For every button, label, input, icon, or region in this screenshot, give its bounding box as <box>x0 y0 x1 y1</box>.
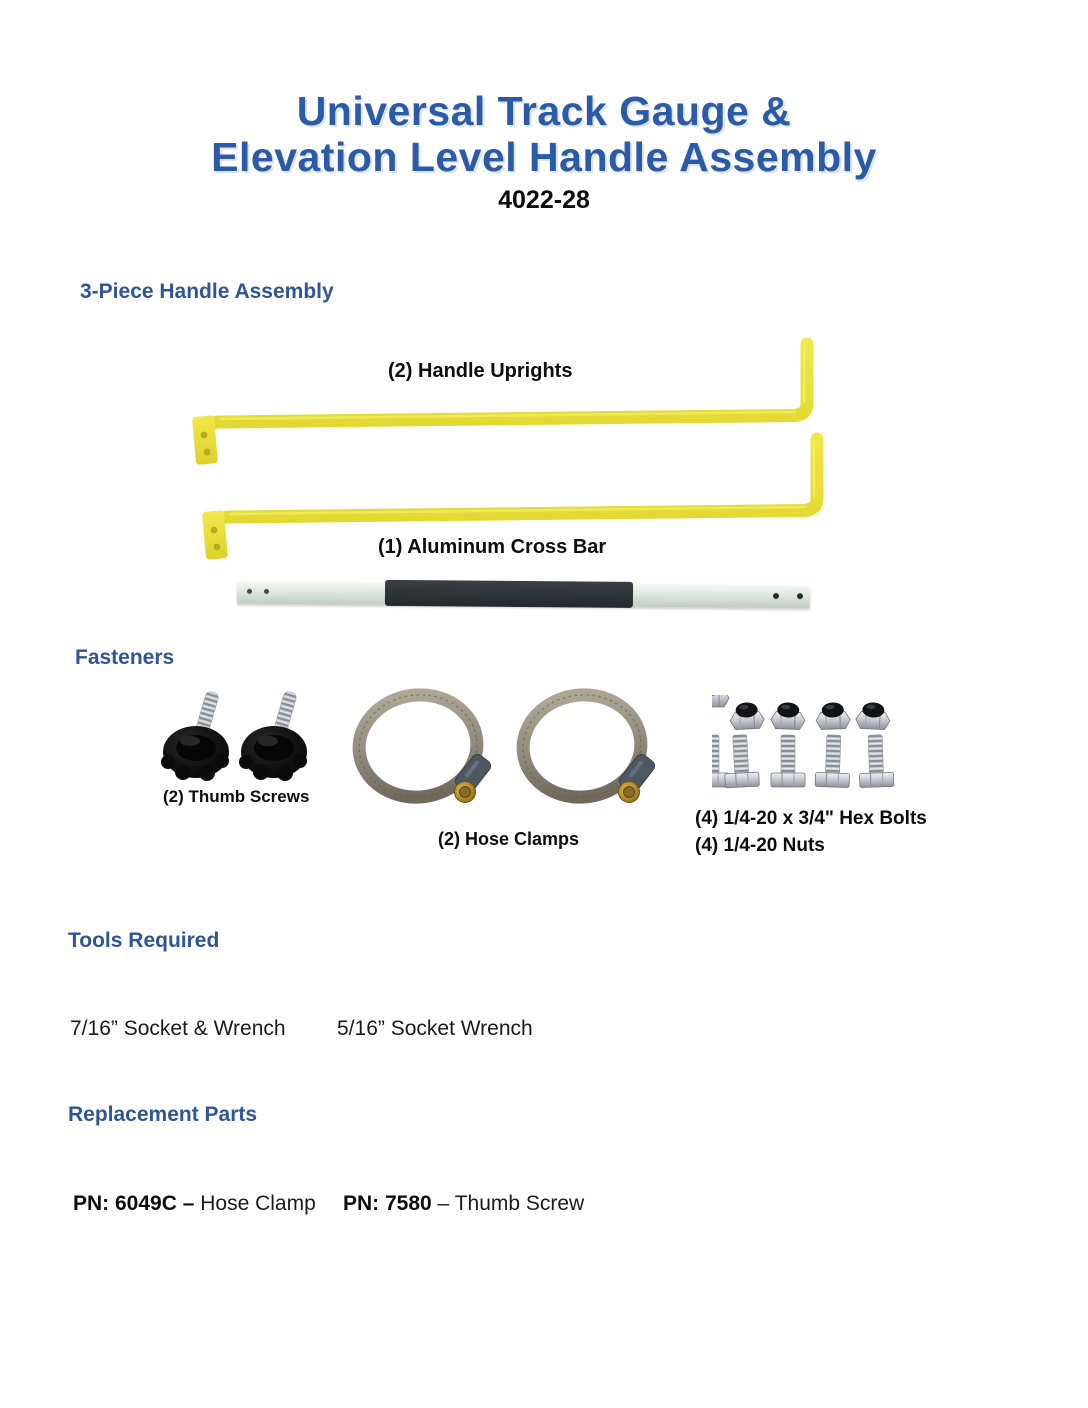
page-title: Universal Track Gauge & Elevation Level … <box>0 88 1088 180</box>
hose-clamps-image <box>352 686 676 810</box>
part-name: – Thumb Screw <box>431 1192 585 1215</box>
part-number-bold: PN: 6049C – <box>73 1192 195 1215</box>
section-heading-handle-assembly: 3-Piece Handle Assembly <box>80 280 334 303</box>
section-heading-tools-required: Tools Required <box>68 929 220 952</box>
replacement-parts-list: PN: 6049C – Hose Clamp PN: 7580 – Thumb … <box>0 1192 1088 1218</box>
crossbar-hole <box>796 593 804 600</box>
tool-item-2: 5/16” Socket Wrench <box>337 1017 533 1040</box>
part-number: 4022-28 <box>498 186 590 214</box>
crossbar-hole <box>263 588 270 595</box>
tools-list: 7/16” Socket & Wrench 5/16” Socket Wrenc… <box>0 1017 1088 1043</box>
page-title-line2: Elevation Level Handle Assembly <box>211 134 877 180</box>
thumb-screw-1 <box>161 691 229 781</box>
hose-clamps-label: (2) Hose Clamps <box>438 829 580 849</box>
tool-item-1: 7/16” Socket & Wrench <box>70 1017 286 1040</box>
crossbar-grip <box>384 579 634 608</box>
replacement-part-2: PN: 7580 – Thumb Screw <box>343 1192 584 1216</box>
part-number-bold: PN: 7580 <box>343 1192 432 1215</box>
lock-nut <box>712 695 730 708</box>
section-heading-replacement-parts: Replacement Parts <box>68 1103 258 1126</box>
hex-bolts-label: (4) 1/4-20 x 3/4" Hex Bolts <box>695 808 927 829</box>
crossbar-label: (1) Aluminum Cross Bar <box>378 536 607 558</box>
nuts-label: (4) 1/4-20 Nuts <box>695 835 825 856</box>
aluminum-crossbar-image <box>236 579 811 609</box>
crossbar-hole <box>246 588 253 594</box>
thumb-screws-image <box>161 690 308 782</box>
part-name: Hose Clamp <box>194 1192 316 1215</box>
hex-bolts-nuts-labels: (4) 1/4-20 x 3/4" Hex Bolts (4) 1/4-20 N… <box>695 805 927 859</box>
crossbar-hole <box>772 592 780 600</box>
thumb-screw-2 <box>238 690 308 782</box>
page-title-line1: Universal Track Gauge & <box>296 88 792 134</box>
handle-uprights-label: (2) Handle Uprights <box>388 360 573 382</box>
hex-bolts-nuts-image <box>712 695 895 789</box>
replacement-part-1: PN: 6049C – Hose Clamp <box>73 1192 316 1216</box>
handle-uprights-image <box>192 337 824 560</box>
thumb-screws-label: (2) Thumb Screws <box>163 787 310 806</box>
section-heading-fasteners: Fasteners <box>75 646 175 669</box>
handle-upright-1 <box>192 337 814 465</box>
handle-upright-2 <box>202 432 824 560</box>
hose-clamp-1 <box>352 688 492 804</box>
hose-clamp-2 <box>517 688 657 804</box>
